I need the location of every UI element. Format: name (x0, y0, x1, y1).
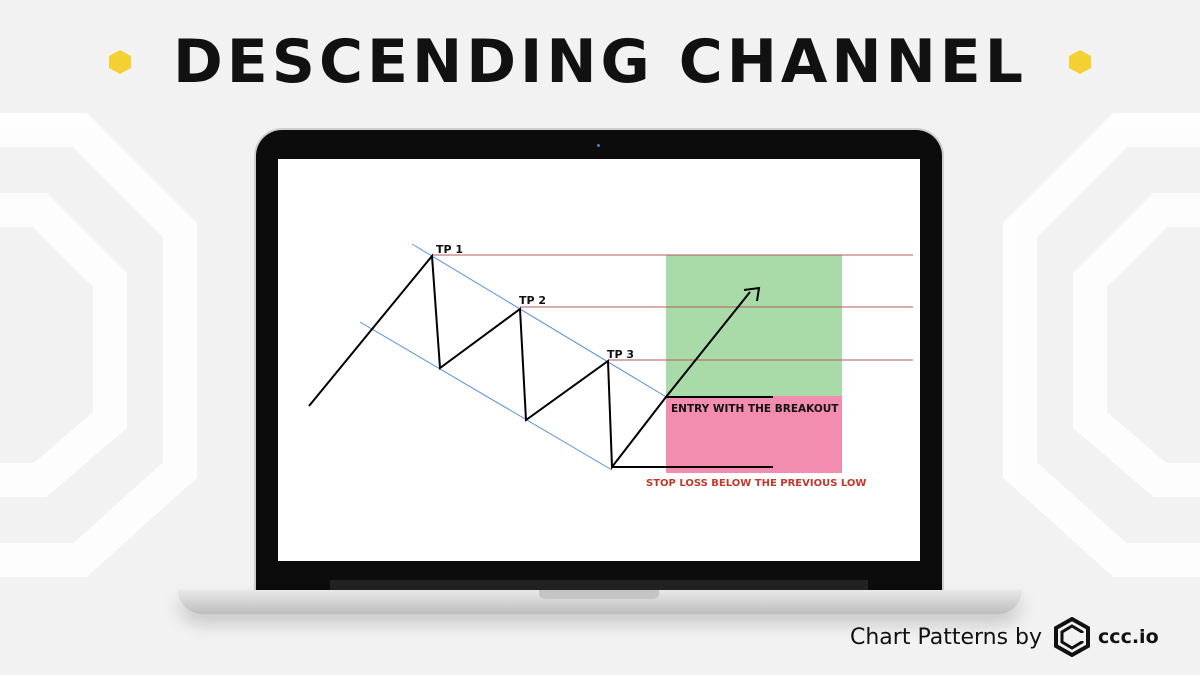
laptop-notch (539, 590, 659, 599)
stop-loss-label: STOP LOSS BELOW THE PREVIOUS LOW (646, 478, 866, 489)
entry-label: ENTRY WITH THE BREAKOUT (671, 403, 839, 415)
laptop-base (178, 590, 1022, 614)
breakout-arrow-head-icon (743, 286, 761, 302)
laptop-camera (597, 144, 600, 147)
price-path (308, 253, 751, 470)
left-hexagon-bullet-icon (108, 50, 131, 74)
footer: Chart Patterns by ccc.io (850, 612, 1159, 662)
profit-zone (666, 255, 842, 396)
page-title: DESCENDING CHANNEL (172, 27, 1028, 97)
footer-text: Chart Patterns by (850, 624, 1043, 650)
title-row: DESCENDING CHANNEL (0, 22, 1200, 102)
channel-lower-line (359, 321, 613, 471)
right-hexagon-bullet-icon (1069, 50, 1092, 74)
tp2-label: TP 2 (519, 294, 546, 307)
tp3-label: TP 1 (436, 243, 463, 256)
laptop-hinge (330, 580, 868, 590)
channel-upper-line (411, 243, 669, 399)
ccc-hexagon-logo-icon (1054, 617, 1091, 657)
tp1-label: TP 3 (607, 348, 634, 361)
brand-name: ccc.io (1098, 626, 1159, 648)
loss-zone (666, 396, 842, 473)
